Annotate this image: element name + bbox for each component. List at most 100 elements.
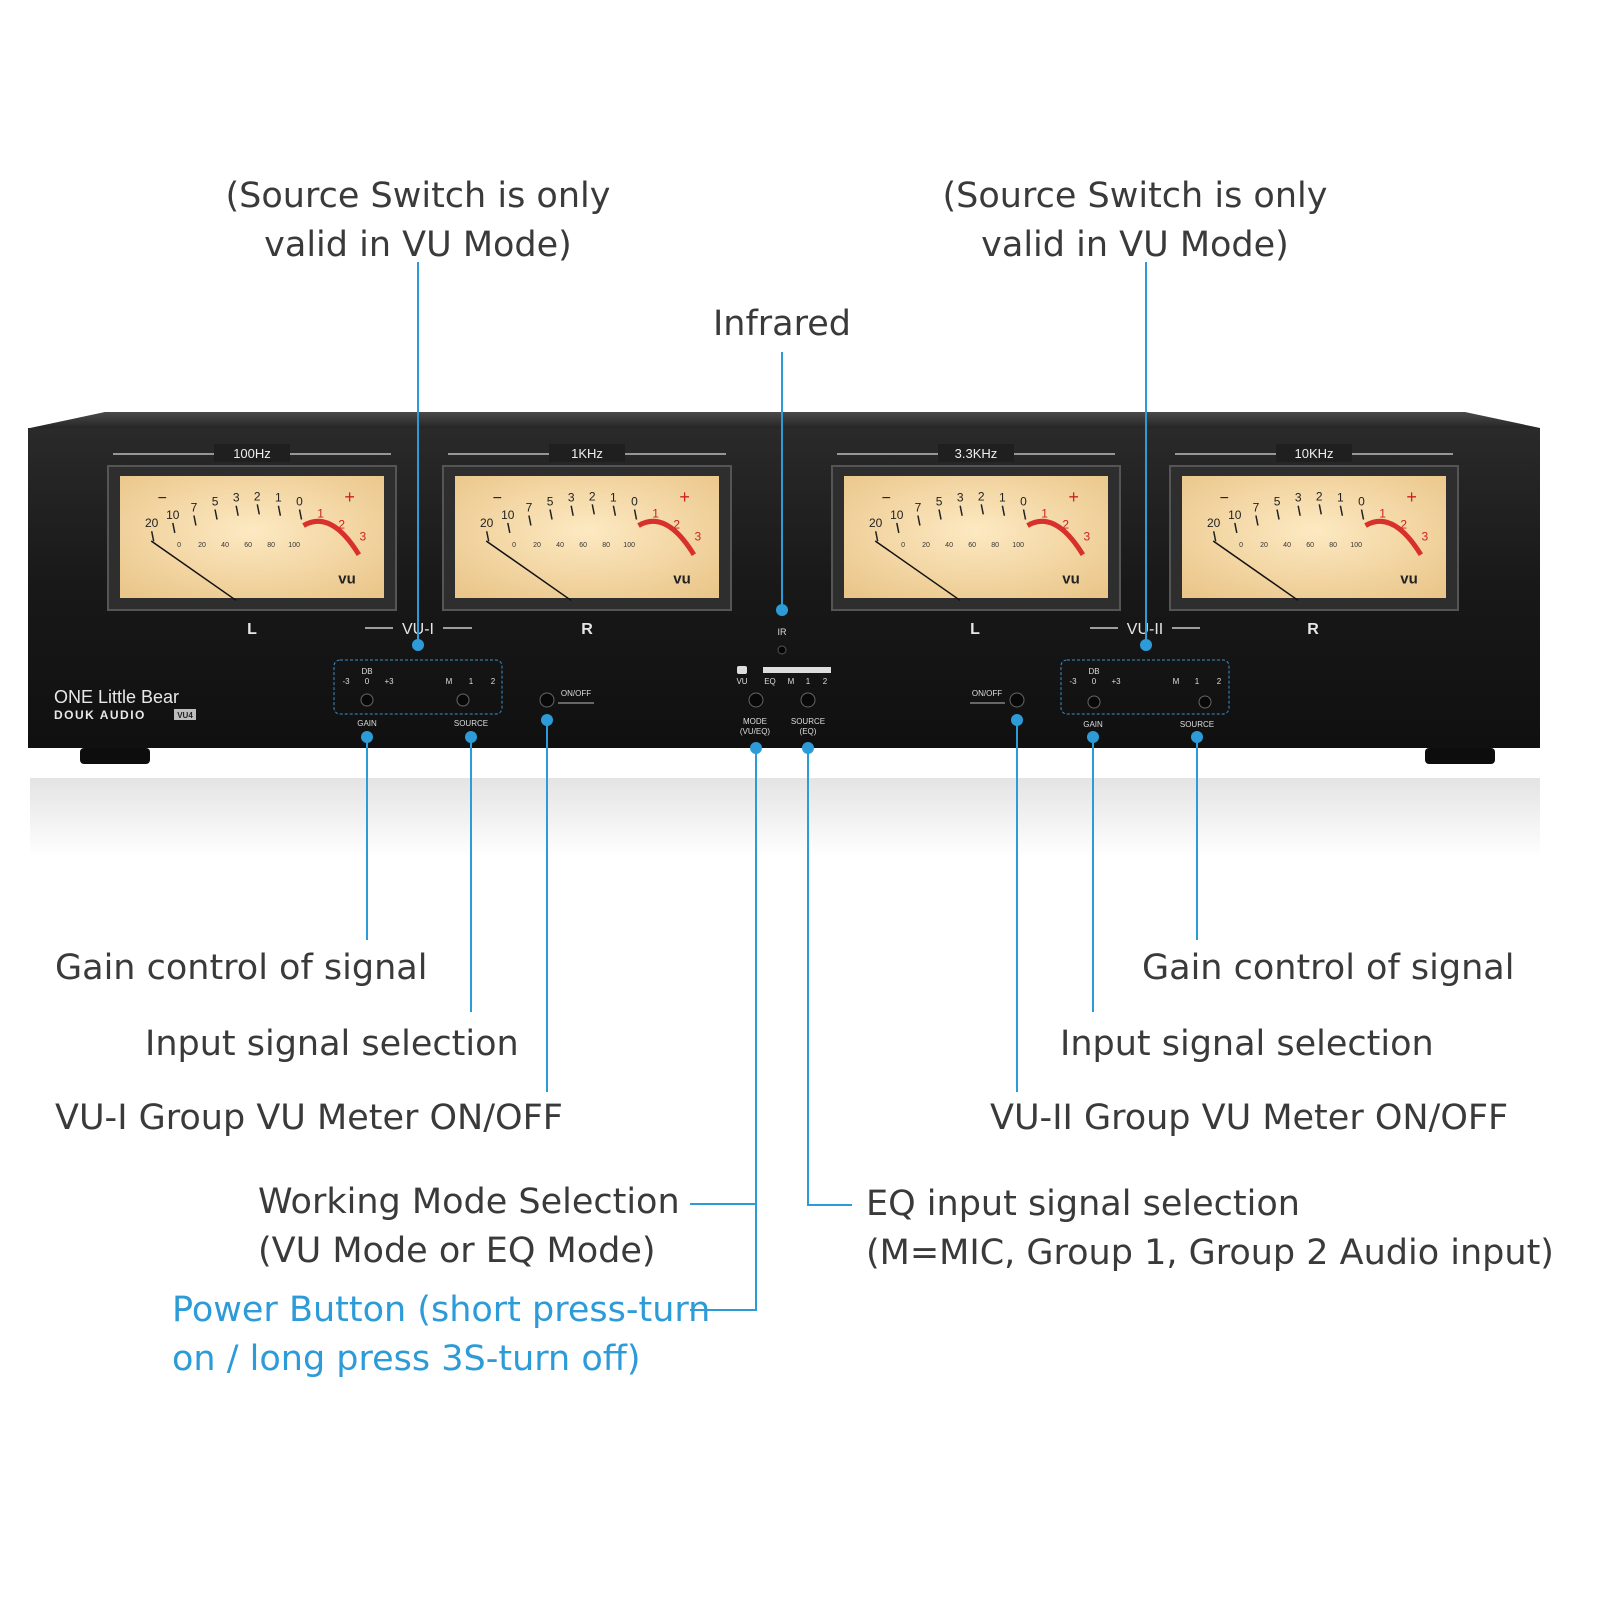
svg-text:1: 1 bbox=[469, 677, 474, 686]
vu-unit: vu bbox=[1400, 570, 1418, 587]
scale-percent: 60 bbox=[579, 542, 587, 549]
plus-sign: + bbox=[344, 487, 355, 507]
source-switch-note-left: (Source Switch is only valid in VU Mode) bbox=[225, 176, 611, 265]
source-switch-right[interactable] bbox=[1198, 695, 1212, 709]
meter-face bbox=[844, 476, 1108, 598]
meter-band-label: 1KHz bbox=[571, 446, 603, 461]
channel-label: R bbox=[581, 621, 593, 638]
vu-unit: vu bbox=[1062, 570, 1080, 587]
ir-sensor bbox=[777, 645, 787, 655]
svg-text:-3: -3 bbox=[342, 677, 350, 686]
gain-switch-right[interactable] bbox=[1087, 695, 1101, 709]
gain-switch-left[interactable] bbox=[360, 693, 374, 707]
ir-label: IR bbox=[778, 627, 788, 637]
gain-control-left-label: Gain control of signal bbox=[55, 948, 428, 988]
scale-number-red: 2 bbox=[338, 518, 345, 532]
scale-number: 5 bbox=[936, 495, 943, 509]
scale-number: 20 bbox=[145, 516, 159, 530]
minus-sign: − bbox=[493, 490, 502, 507]
scale-number-red: 3 bbox=[360, 530, 367, 544]
plus-sign: + bbox=[679, 487, 690, 507]
scale-number-red: 2 bbox=[1400, 518, 1407, 532]
scale-percent: 40 bbox=[221, 542, 229, 549]
infrared-label: Infrared bbox=[712, 304, 852, 344]
scale-number: 20 bbox=[480, 516, 494, 530]
power-button-label: Power Button (short press-turn on / long… bbox=[172, 1290, 711, 1379]
working-mode-label: Working Mode Selection (VU Mode or EQ Mo… bbox=[258, 1182, 680, 1271]
meter-band-label: 100Hz bbox=[233, 446, 271, 461]
input-selection-left-label: Input signal selection bbox=[145, 1024, 519, 1064]
minus-sign: − bbox=[158, 490, 167, 507]
scale-number-red: 1 bbox=[652, 506, 659, 520]
svg-text:+3: +3 bbox=[384, 677, 394, 686]
scale-number-red: 2 bbox=[1062, 518, 1069, 532]
scale-percent: 100 bbox=[1012, 542, 1024, 549]
scale-number: 2 bbox=[254, 489, 261, 503]
channel-label: R bbox=[1307, 621, 1319, 638]
scale-percent: 100 bbox=[623, 542, 635, 549]
scale-number: 5 bbox=[1274, 495, 1281, 509]
svg-text:0: 0 bbox=[1092, 677, 1097, 686]
red-zone bbox=[637, 518, 697, 557]
onoff-button-right[interactable] bbox=[1009, 692, 1025, 708]
scale-number: 2 bbox=[589, 489, 596, 503]
svg-text:1: 1 bbox=[806, 677, 811, 686]
svg-text:SOURCE: SOURCE bbox=[1180, 720, 1214, 729]
scale-percent: 100 bbox=[288, 542, 300, 549]
scale-number: 7 bbox=[191, 500, 198, 514]
scale-number: 1 bbox=[999, 491, 1006, 505]
svg-text:2: 2 bbox=[1217, 677, 1222, 686]
scale-percent: 80 bbox=[1329, 542, 1337, 549]
svg-text:DB: DB bbox=[1088, 667, 1099, 676]
scale-number: 20 bbox=[869, 516, 883, 530]
svg-text:GAIN: GAIN bbox=[1083, 720, 1103, 729]
svg-text:MODE: MODE bbox=[743, 717, 767, 726]
svg-text:ON/OFF: ON/OFF bbox=[972, 689, 1002, 698]
source-switch-left[interactable] bbox=[456, 693, 470, 707]
scale-number: 0 bbox=[1020, 495, 1027, 509]
svg-text:EQ: EQ bbox=[764, 677, 776, 686]
scale-number: 2 bbox=[1316, 489, 1323, 503]
scale-number: 5 bbox=[212, 495, 219, 509]
scale-percent: 60 bbox=[968, 542, 976, 549]
plus-sign: + bbox=[1406, 487, 1417, 507]
svg-text:M: M bbox=[788, 677, 795, 686]
onoff-button-left[interactable] bbox=[539, 692, 555, 708]
meter-needle bbox=[150, 540, 237, 602]
scale-number: 10 bbox=[166, 508, 180, 522]
scale-percent: 20 bbox=[198, 542, 206, 549]
source-switch-note-right: (Source Switch is only valid in VU Mode) bbox=[942, 176, 1328, 265]
control-group-left bbox=[333, 659, 503, 715]
scale-number: 3 bbox=[568, 491, 575, 505]
scale-number-red: 3 bbox=[695, 530, 702, 544]
svg-text:+3: +3 bbox=[1111, 677, 1121, 686]
mode-button[interactable] bbox=[748, 692, 764, 708]
scale-number-red: 1 bbox=[1041, 506, 1048, 520]
scale-percent: 40 bbox=[945, 542, 953, 549]
meter-face bbox=[120, 476, 384, 598]
scale-percent: 0 bbox=[177, 542, 181, 549]
scale-number-red: 1 bbox=[317, 506, 324, 520]
foot-left bbox=[80, 748, 150, 764]
eq-input-label: EQ input signal selection (M=MIC, Group … bbox=[866, 1184, 1554, 1273]
red-zone bbox=[302, 518, 362, 557]
scale-number: 3 bbox=[957, 491, 964, 505]
svg-text:M: M bbox=[446, 677, 453, 686]
scale-percent: 40 bbox=[1283, 542, 1291, 549]
foot-right bbox=[1425, 748, 1495, 764]
meter-needle bbox=[485, 540, 572, 602]
input-selection-right-label: Input signal selection bbox=[1060, 1024, 1434, 1064]
scale-number: 7 bbox=[526, 500, 533, 514]
scale-number: 0 bbox=[296, 495, 303, 509]
scale-percent: 40 bbox=[556, 542, 564, 549]
control-group-right bbox=[1060, 659, 1230, 715]
scale-percent: 80 bbox=[267, 542, 275, 549]
plus-sign: + bbox=[1068, 487, 1079, 507]
scale-number: 20 bbox=[1207, 516, 1221, 530]
svg-text:2: 2 bbox=[823, 677, 828, 686]
eq-source-button[interactable] bbox=[800, 692, 816, 708]
